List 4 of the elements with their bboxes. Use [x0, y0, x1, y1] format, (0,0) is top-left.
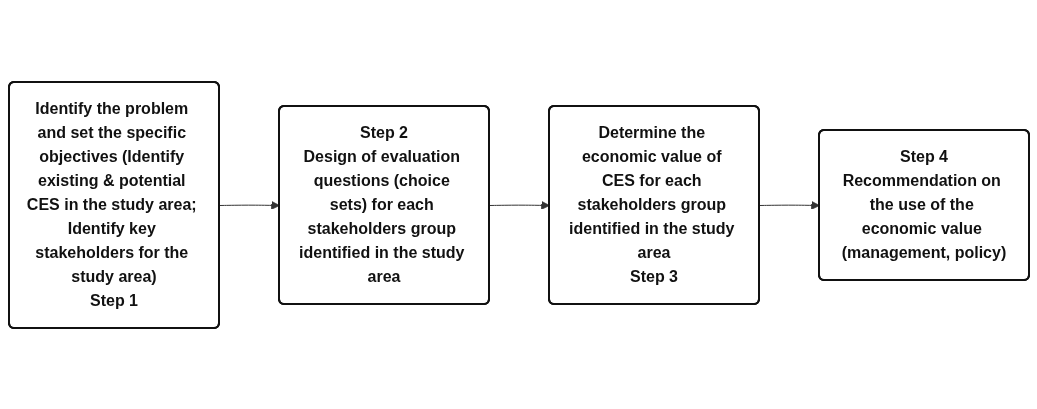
- node-text: Identify the problem and set the specific objectives (Identify existing & potential CES in the study area; Identify key stakeholders for the study area) Step 1: [26, 99, 197, 309]
- node-text: Step 4 Recommendation on the use of the economic value (management, policy): [841, 147, 1006, 261]
- node-text: Step 2 Design of evaluation questions (choice sets) for each stakeholders group identified in the study area: [298, 123, 464, 285]
- node-text: Determine the economic value of CES for each stakeholders group identified in the study area Step 3: [568, 123, 734, 285]
